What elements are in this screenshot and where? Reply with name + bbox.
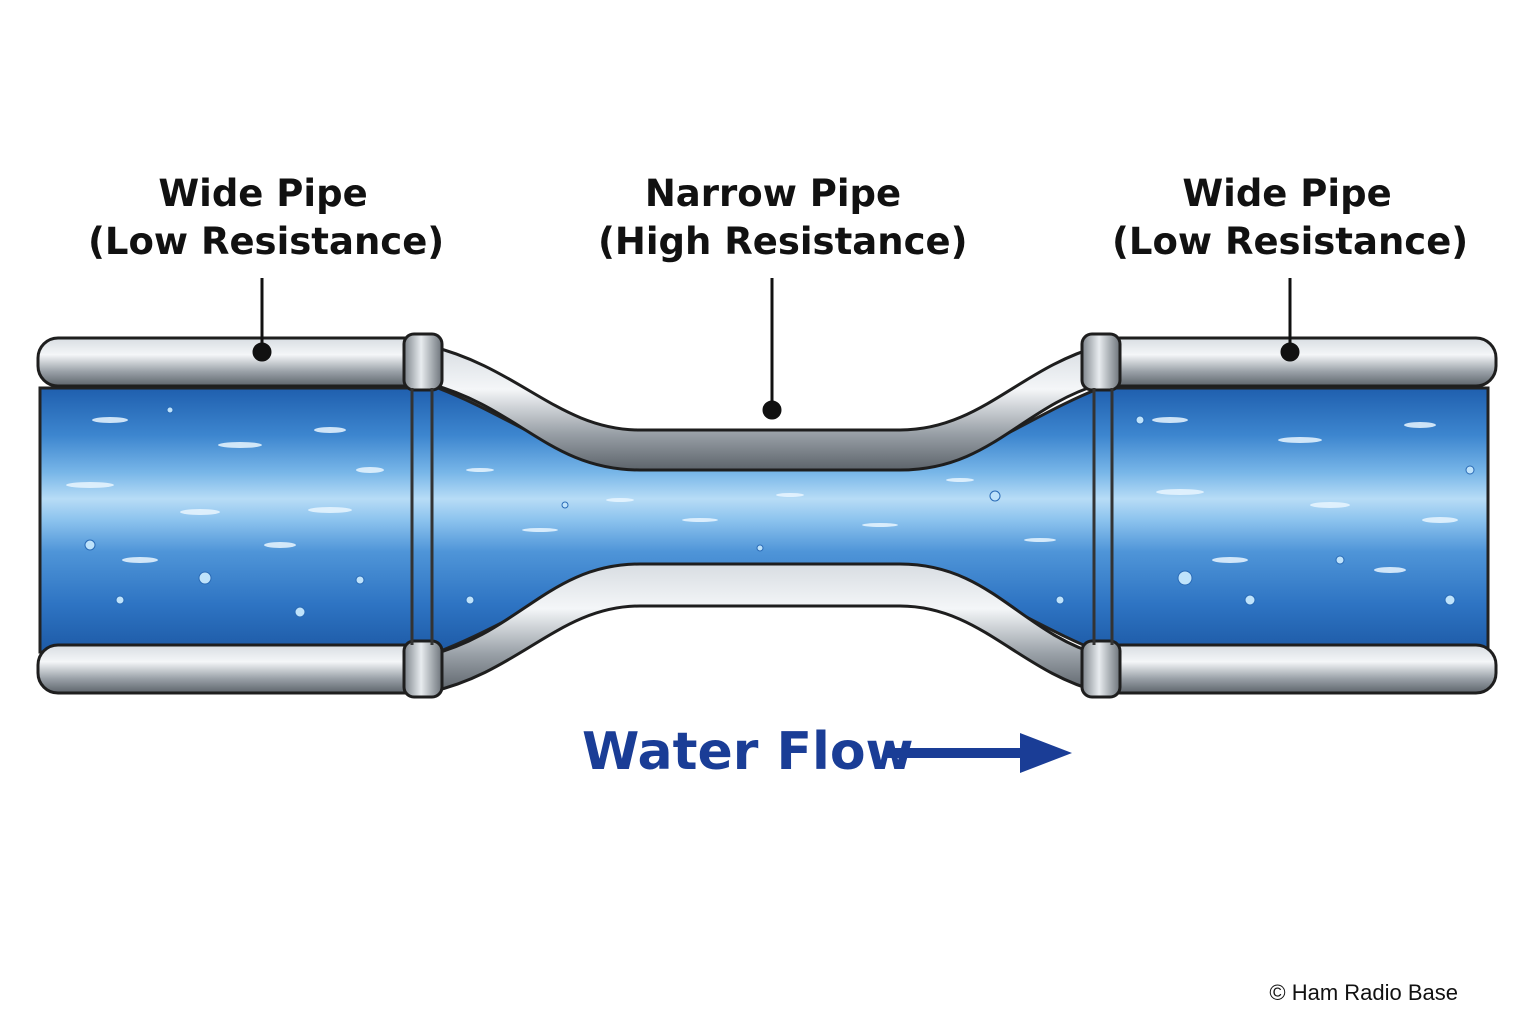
label-wide-pipe-left-subtitle: (Low Resistance) <box>88 220 445 263</box>
copyright-notice: © Ham Radio Base <box>1269 980 1458 1005</box>
coupling-rings <box>402 332 1122 699</box>
label-narrow-pipe-title: Narrow Pipe <box>644 172 902 215</box>
coupling-seams <box>410 388 1114 645</box>
water-sparkles <box>66 417 1458 573</box>
bottom-pipe-wall <box>36 562 1498 695</box>
label-wide-pipe-right: Wide Pipe (Low Resistance) <box>1112 170 1469 266</box>
label-wide-pipe-right-title: Wide Pipe <box>1182 172 1392 215</box>
label-wide-pipe-left-title: Wide Pipe <box>158 172 368 215</box>
leader-lines <box>252 278 1300 420</box>
water-flow-label: Water Flow <box>582 722 914 782</box>
label-wide-pipe-left: Wide Pipe (Low Resistance) <box>88 170 445 266</box>
water-bubbles <box>84 406 1475 618</box>
water-body <box>38 386 1490 654</box>
label-narrow-pipe-subtitle: (High Resistance) <box>598 220 968 263</box>
label-narrow-pipe: Narrow Pipe (High Resistance) <box>598 170 968 266</box>
label-wide-pipe-right-subtitle: (Low Resistance) <box>1112 220 1469 263</box>
flow-arrow-icon <box>886 733 1072 773</box>
